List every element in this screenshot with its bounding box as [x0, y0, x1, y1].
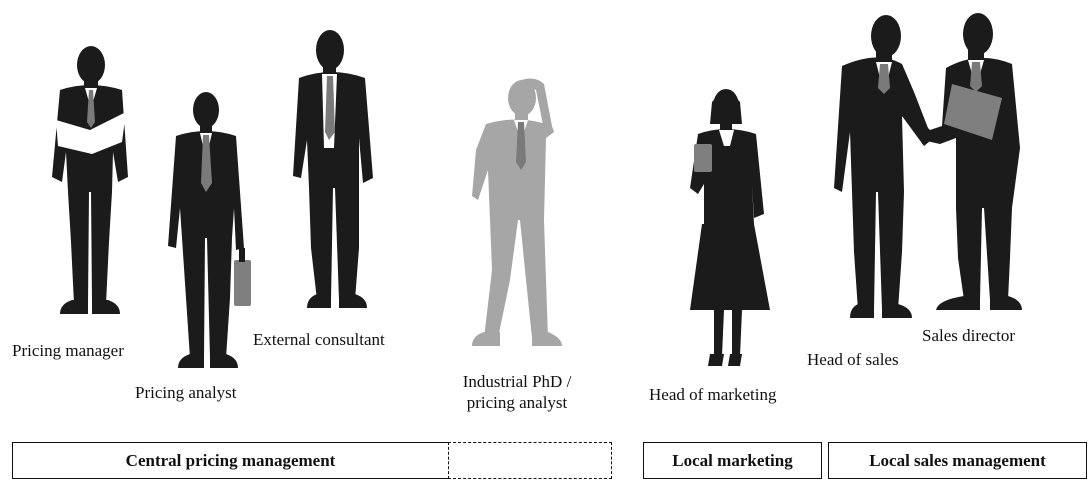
label-head-of-sales: Head of sales [807, 350, 899, 369]
group-local-sales-management-label: Local sales management [869, 450, 1046, 470]
group-central-pricing-divider [448, 442, 449, 479]
label-sales-director: Sales director [922, 326, 1015, 345]
head-of-marketing-figure [682, 84, 782, 374]
pricing-analyst-figure [164, 88, 264, 378]
label-pricing-analyst: Pricing analyst [135, 383, 237, 402]
group-central-pricing-management: Central pricing management [12, 442, 448, 479]
group-local-sales-management: Local sales management [828, 442, 1087, 479]
group-central-pricing-dashed-extension [448, 442, 612, 479]
industrial-phd-figure [454, 70, 574, 360]
group-central-pricing-management-label: Central pricing management [125, 450, 336, 470]
label-industrial-phd: Industrial PhD / pricing analyst [452, 371, 582, 413]
head-of-sales-figure [832, 12, 942, 332]
label-industrial-phd-line1: Industrial PhD / [462, 372, 572, 391]
external-consultant-figure [287, 28, 387, 318]
label-head-of-marketing: Head of marketing [649, 385, 777, 404]
label-pricing-manager: Pricing manager [12, 341, 124, 360]
label-external-consultant: External consultant [253, 330, 385, 349]
sales-director-figure [912, 8, 1032, 318]
pricing-manager-figure [38, 42, 138, 322]
label-industrial-phd-line2: pricing analyst [466, 393, 568, 412]
group-local-marketing-label: Local marketing [672, 450, 793, 470]
group-local-marketing: Local marketing [643, 442, 822, 479]
